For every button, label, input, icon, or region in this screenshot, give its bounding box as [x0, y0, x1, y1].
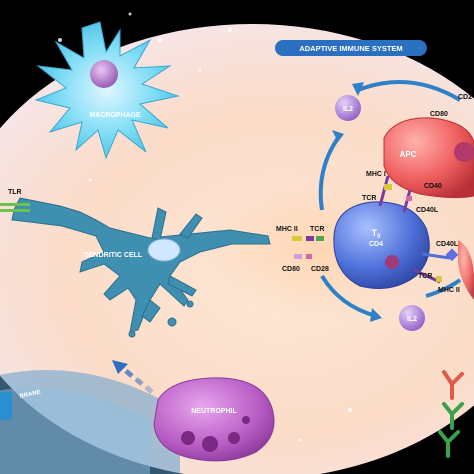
apc-label: APC [400, 150, 417, 159]
upper-synapse: MHC I TCR CD40 CD40L CD80 CD2 [362, 94, 472, 214]
arrow-head [332, 130, 344, 142]
tcr-left-label: TCR [310, 226, 324, 233]
arrow-head [352, 82, 364, 96]
mhc1-block [384, 184, 392, 190]
neutrophil-granule [242, 416, 250, 424]
neutrophil-cell: NEUTROPHIL [153, 377, 275, 462]
tcr-left-block [306, 236, 314, 241]
adaptive-title: ADAPTIVE IMMUNE SYSTEM [299, 44, 402, 53]
neutrophil-granule [228, 432, 240, 444]
cd40l-right-label: CD40L [436, 241, 459, 248]
dendritic-cell: DENDRITIC CELL [11, 197, 271, 338]
tcr-left-block-2 [316, 236, 324, 241]
t-cell: T0 CD4 [333, 201, 430, 289]
neutrophil-granule [202, 436, 218, 452]
cd40-label: CD40 [424, 183, 442, 190]
mhc2-left-block [292, 236, 302, 241]
left-synapse: MHC II TCR CD80 CD28 [276, 226, 329, 273]
tcr-upper-label: TCR [362, 195, 376, 202]
cd28-label: CD28 [311, 266, 329, 273]
apc-partial-lower [458, 240, 474, 300]
cd28-block [306, 254, 312, 259]
membrane-label: BRANE [19, 390, 41, 400]
cd80-left-block [294, 254, 302, 259]
tcr-lower-label: TCR [418, 273, 432, 280]
dendritic-nucleus [147, 238, 181, 262]
neutrophil-granule [181, 431, 195, 445]
cd2-partial-label: CD2 [458, 94, 472, 101]
cd80-left-label: CD80 [282, 266, 300, 273]
mhc2-right-block [436, 276, 442, 282]
t-cell-granule [385, 255, 399, 269]
il2-top-label: IL2 [343, 106, 353, 113]
arrow-head [370, 308, 382, 322]
migration-arrow [112, 360, 154, 394]
apc-nucleus [454, 142, 474, 162]
membrane-edge-box [0, 392, 12, 420]
apc-cell: APC [383, 117, 474, 199]
il2-bottom-label: IL2 [407, 316, 417, 323]
membrane-band-inner [0, 387, 150, 474]
macrophage-nucleus [90, 60, 118, 88]
cd40-block [406, 196, 412, 201]
cd40l-upper-label: CD40L [416, 207, 439, 214]
tlr-receptor: TLR [0, 189, 30, 212]
macrophage-cell: MACROPHAGE [34, 21, 180, 160]
adaptive-header: ADAPTIVE IMMUNE SYSTEM [275, 40, 427, 56]
cd4-label: CD4 [369, 241, 383, 248]
tlr-label: TLR [8, 189, 22, 196]
mhc2-left-label: MHC II [276, 226, 298, 233]
cd80-right-label: CD80 [430, 111, 448, 118]
neutrophil-label: NEUTROPHIL [191, 408, 237, 415]
mhc1-label: MHC I [366, 171, 386, 178]
lower-synapse: CD40L TCR MHC II [413, 241, 460, 294]
antibodies [438, 370, 464, 458]
t-cell-label: T0 [372, 228, 382, 240]
il2-top: IL2 [335, 95, 361, 121]
cycle-arrows [318, 80, 462, 318]
cd40l-right-block [445, 248, 459, 262]
dendritic-label: DENDRITIC CELL [84, 252, 143, 259]
macrophage-label: MACROPHAGE [89, 112, 141, 119]
mhc2-right-label: MHC II [438, 287, 460, 294]
il2-bottom: IL2 [399, 305, 425, 331]
